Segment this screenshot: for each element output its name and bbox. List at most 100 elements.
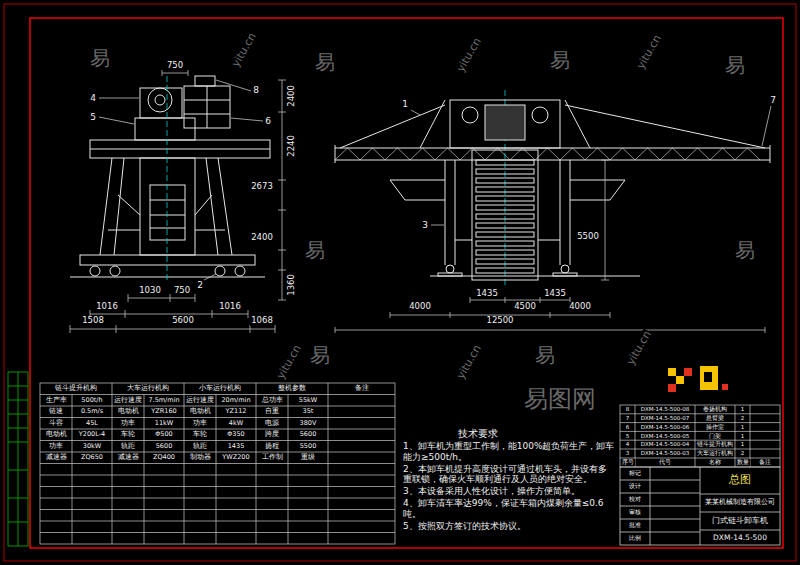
callout-number: 1 bbox=[401, 99, 409, 109]
note-text: 5、按照双方签订的技术协议。 bbox=[402, 521, 616, 532]
table-cell: 链斗提升机构 bbox=[54, 385, 98, 392]
parts-list-cell: DXM-14.5-500-05 bbox=[640, 433, 690, 439]
dimension-text: 1360 bbox=[287, 273, 297, 297]
parts-list-cell: 7 bbox=[625, 415, 631, 421]
dimension-text: 4500 bbox=[513, 302, 537, 312]
dimension-text: 5600 bbox=[171, 316, 195, 326]
table-cell: 整机参数 bbox=[277, 385, 307, 392]
table-cell: 链速 bbox=[48, 408, 64, 415]
table-cell: 斗容 bbox=[48, 420, 64, 427]
table-cell: 工作制 bbox=[261, 454, 284, 461]
title-block-text: 总图 bbox=[728, 474, 752, 487]
table-cell: 500t/h bbox=[80, 397, 103, 404]
dimension-text: 2400 bbox=[250, 233, 274, 243]
outer-border bbox=[4, 4, 796, 561]
table-cell: 11kW bbox=[154, 420, 174, 427]
note-text: 2、本卸车机提升高度设计可通过机车头，并设有多重联锁，确保火车顺利通行及人员的绝… bbox=[402, 464, 616, 486]
table-cell: 大车运行机构 bbox=[126, 385, 170, 392]
dimension-text: 1016 bbox=[95, 302, 119, 312]
parts-list-cell: 悬臂梁 bbox=[705, 415, 725, 421]
table-cell: 35t bbox=[302, 408, 315, 415]
title-block-text: 校对 bbox=[628, 496, 642, 503]
callout-number: 6 bbox=[264, 116, 272, 126]
table-cell: 55kW bbox=[298, 397, 318, 404]
watermark: yitu.cn bbox=[455, 342, 486, 382]
dimension-text: 750 bbox=[173, 286, 191, 296]
table-cell: 功率 bbox=[192, 420, 208, 427]
table-cell: 4kW bbox=[228, 420, 244, 427]
dimension-text: 1435 bbox=[543, 289, 567, 299]
logo-mark bbox=[668, 366, 728, 392]
dimension-text: 1508 bbox=[81, 316, 105, 326]
note-text: 3、本设备采用人性化设计，操作方便简单。 bbox=[402, 486, 616, 497]
watermark: yitu.cn bbox=[275, 342, 306, 382]
dimension-text: 1016 bbox=[218, 302, 242, 312]
table-cell: 车轮 bbox=[192, 431, 208, 438]
table-cell: Φ500 bbox=[154, 431, 174, 438]
callout-number: 4 bbox=[89, 93, 97, 103]
table-cell: YZR160 bbox=[150, 408, 177, 415]
dimension-text: 2673 bbox=[250, 182, 274, 192]
dimension-text: 4000 bbox=[568, 302, 592, 312]
callout-number: 7 bbox=[769, 95, 777, 105]
parts-list-cell: DXM-14.5-500-07 bbox=[640, 415, 690, 421]
note-text: 1、卸车机为重型工作制，能100%超负荷生产，卸车能力≥500t/h。 bbox=[402, 441, 616, 463]
watermark: 易 bbox=[549, 49, 571, 72]
dimension-text: 4000 bbox=[408, 302, 432, 312]
parts-list-cell: 8 bbox=[625, 406, 631, 412]
table-cell: 电动机 bbox=[189, 408, 212, 415]
parts-list-cell: DXM-14.5-500-04 bbox=[640, 441, 690, 447]
table-cell: 减速器 bbox=[117, 454, 140, 461]
parts-list bbox=[620, 405, 780, 467]
dimension-text: 2240 bbox=[287, 134, 297, 158]
table-cell: YWZ200 bbox=[221, 454, 250, 461]
note-text: 4、卸车清车率达99%，保证车箱内煤剩余量≤0.6吨。 bbox=[402, 498, 616, 520]
dimension-text: 1030 bbox=[138, 286, 162, 296]
parts-list-cell: DXM-14.5-500-08 bbox=[640, 406, 690, 412]
parts-list-cell: 链斗提升机构 bbox=[696, 441, 734, 447]
callout-number: 2 bbox=[196, 280, 204, 290]
table-cell: 电动机 bbox=[117, 408, 140, 415]
parts-list-cell: 门架 bbox=[708, 433, 722, 439]
table-cell: Φ350 bbox=[226, 431, 246, 438]
table-cell: 45L bbox=[85, 420, 99, 427]
table-cell: 扬程 bbox=[264, 443, 280, 450]
table-cell: 30kW bbox=[82, 443, 102, 450]
parts-list-cell: 1 bbox=[740, 406, 746, 412]
inner-frame bbox=[30, 18, 783, 548]
title-block bbox=[620, 467, 780, 545]
table-cell: 制动器 bbox=[189, 454, 212, 461]
table-cell: 备注 bbox=[354, 385, 370, 392]
parts-list-cell: 数量 bbox=[736, 459, 750, 465]
title-block-text: 审核 bbox=[628, 509, 642, 516]
parts-list-cell: 序号 bbox=[621, 459, 635, 465]
watermark: 易 bbox=[314, 51, 336, 74]
parts-list-cell: DXM-14.5-500-06 bbox=[640, 424, 690, 430]
watermark: yitu.cn bbox=[625, 328, 656, 368]
table-cell: 5500 bbox=[299, 443, 318, 450]
dimension-text: 750 bbox=[166, 61, 184, 71]
watermark: yitu.cn bbox=[635, 32, 666, 72]
table-cell: 生产率 bbox=[45, 397, 68, 404]
table-cell: 车轮 bbox=[120, 431, 136, 438]
parts-list-cell: 操作室 bbox=[705, 424, 725, 430]
title-block-text: 标记 bbox=[628, 470, 642, 477]
watermark: 易 bbox=[724, 54, 746, 77]
revision-strip bbox=[8, 372, 28, 546]
table-cell: 自重 bbox=[264, 408, 280, 415]
table-cell: 小车运行机构 bbox=[198, 385, 242, 392]
watermark: 易 bbox=[734, 239, 756, 262]
watermark: 易 bbox=[534, 344, 556, 367]
table-cell: 7.5m/min bbox=[147, 397, 180, 404]
table-cell: 电源 bbox=[264, 420, 280, 427]
table-cell: 1435 bbox=[227, 443, 246, 450]
watermark: 易图网 bbox=[523, 386, 597, 414]
parts-list-cell: 1 bbox=[740, 433, 746, 439]
table-cell: 减速器 bbox=[45, 454, 68, 461]
table-cell: 功率 bbox=[48, 443, 64, 450]
table-cell: 5600 bbox=[155, 443, 174, 450]
dimension-text: 5500 bbox=[576, 232, 600, 242]
table-cell: 轨距 bbox=[192, 443, 208, 450]
